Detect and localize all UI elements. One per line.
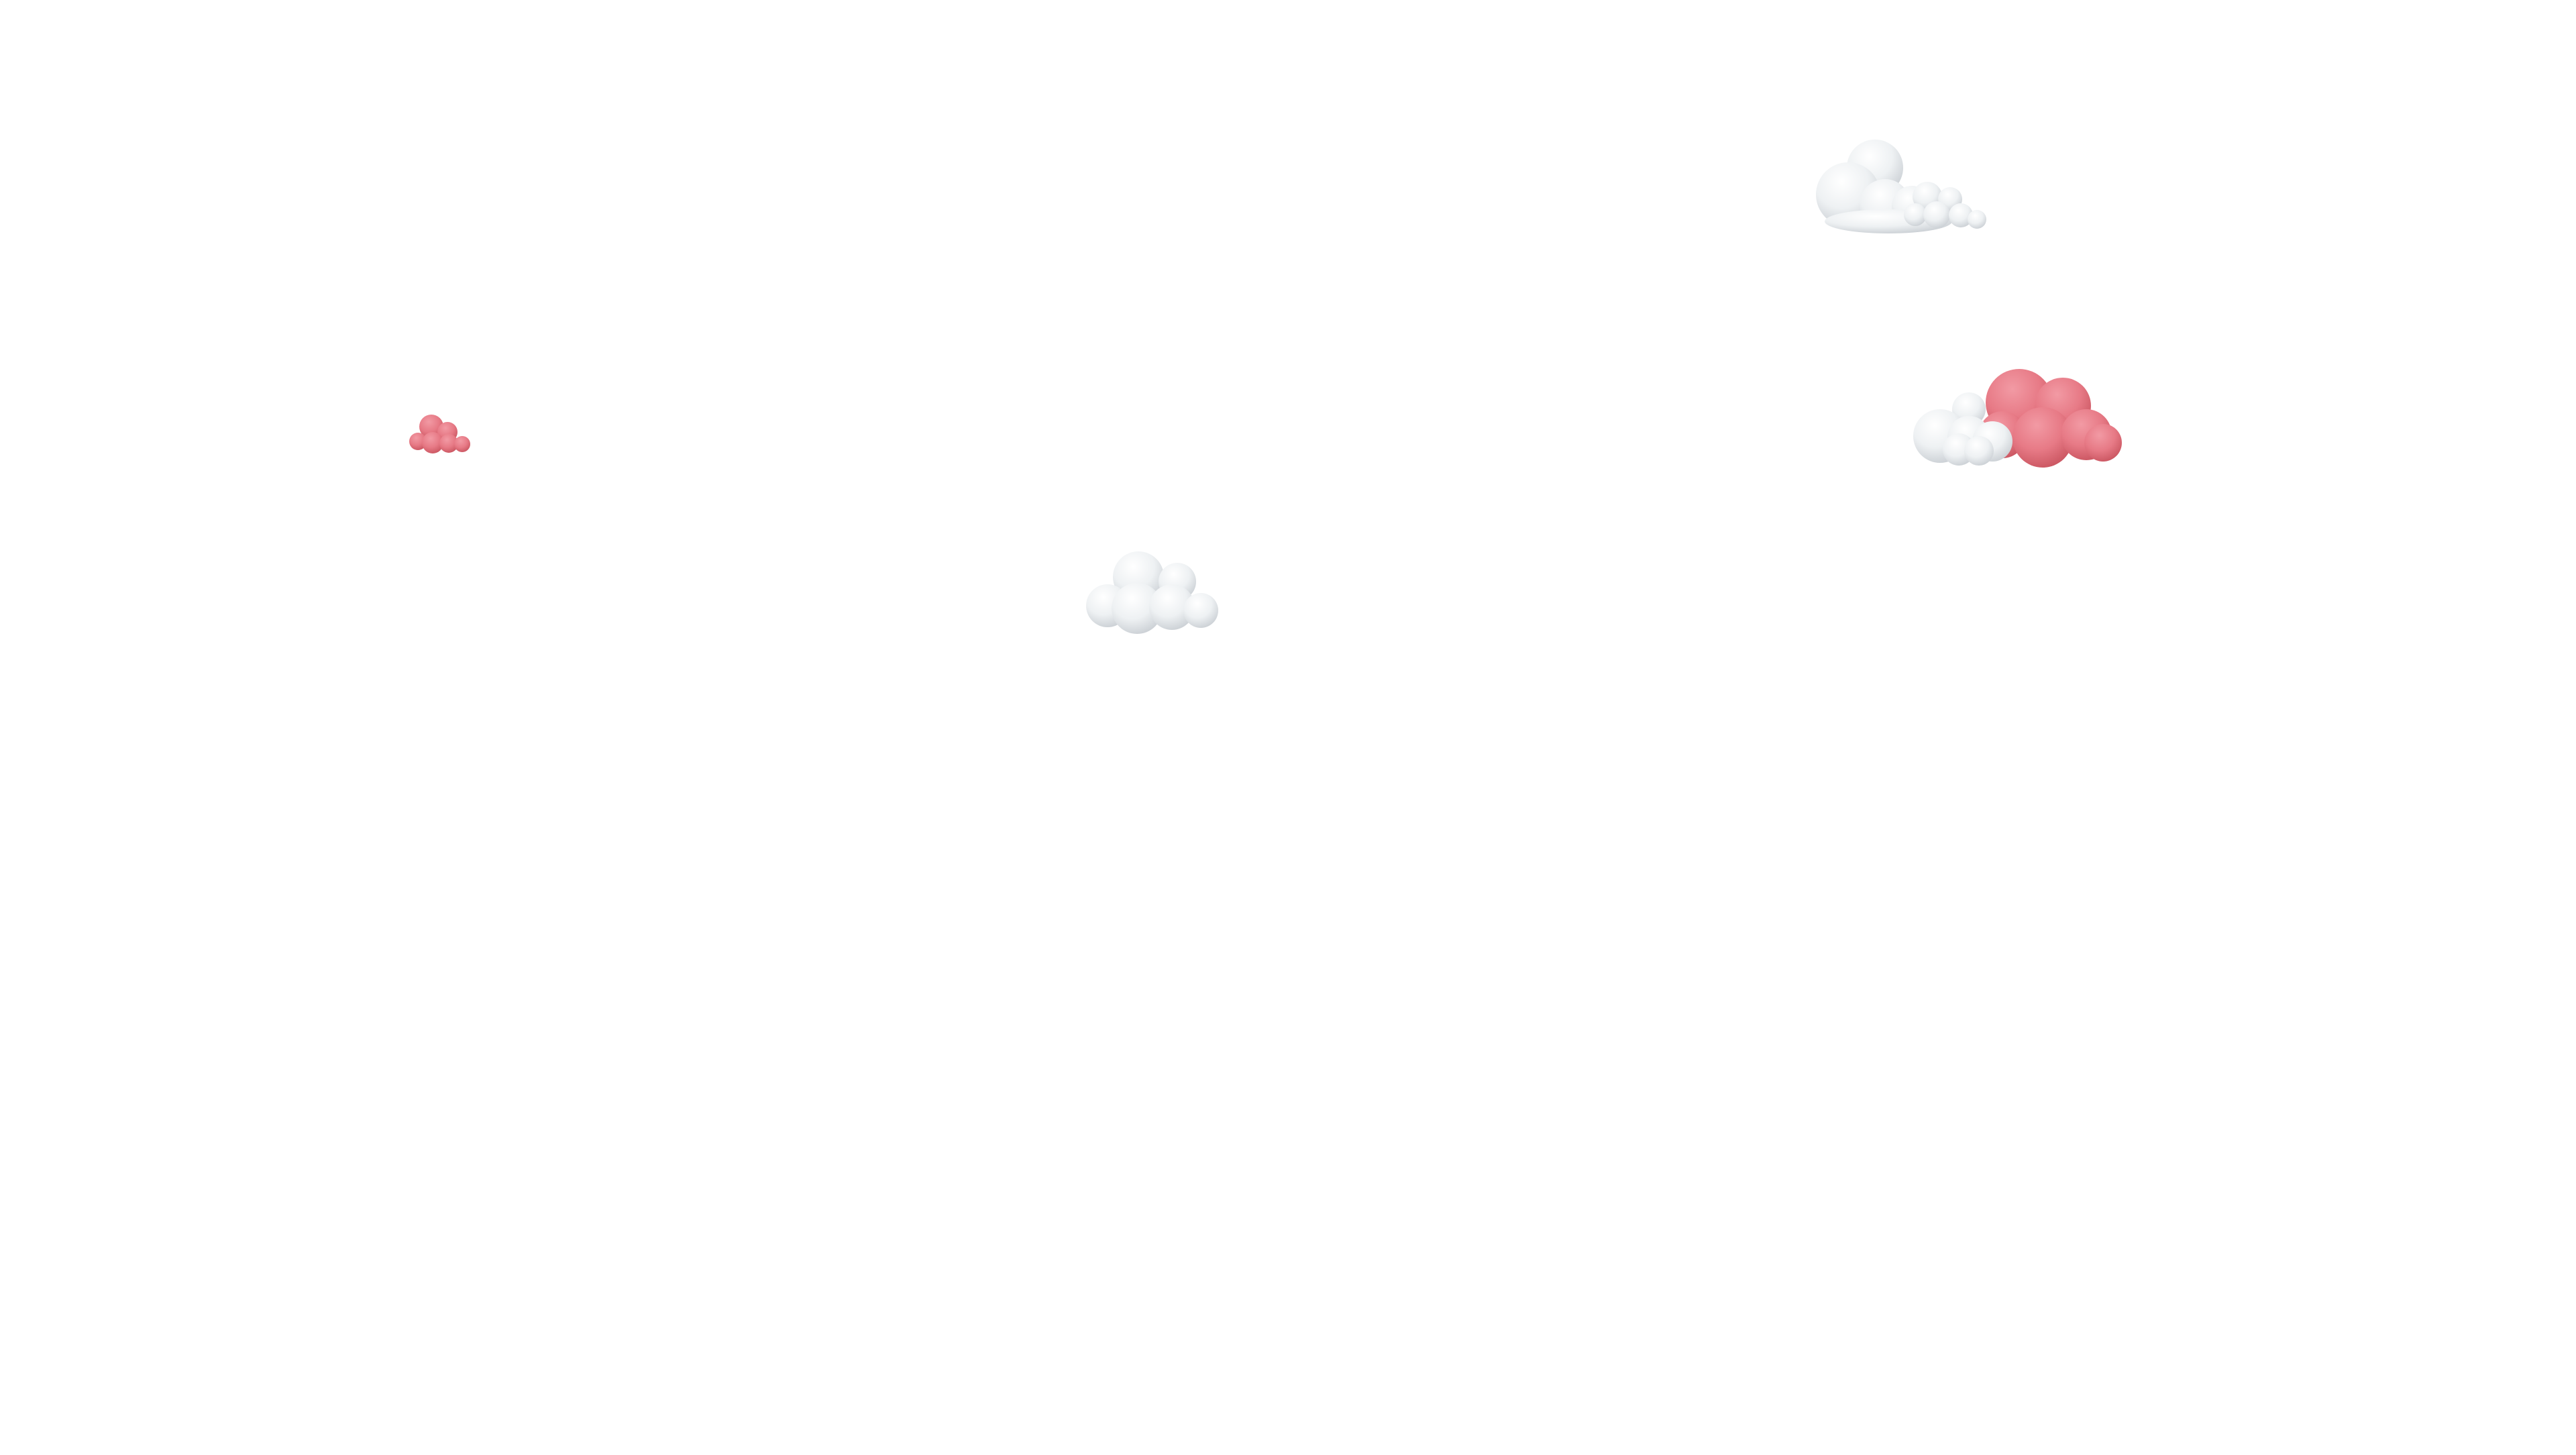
cloud-white-center <box>1086 551 1218 634</box>
cloud-pink-large-right <box>1979 369 2122 468</box>
cloud-pink-small-left <box>409 415 470 453</box>
cloud-white-medium-right <box>1913 392 2012 466</box>
cloud-white-small-top <box>1904 182 1986 229</box>
